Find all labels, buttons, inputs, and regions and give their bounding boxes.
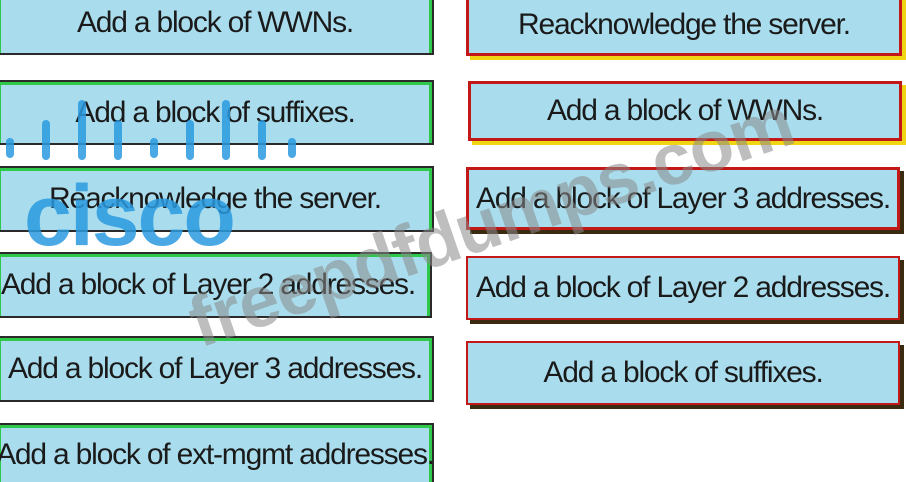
source-option-suffixes[interactable]: Add a block of suffixes. (0, 80, 434, 145)
answer-label: Add a block of Layer 2 addresses. (475, 271, 891, 304)
option-label: Add a block of Layer 2 addresses. (0, 268, 416, 301)
source-option-reacknowledge[interactable]: Reacknowledge the server. (0, 166, 434, 232)
option-label: Add a block of suffixes. (75, 95, 355, 129)
answer-label: Add a block of Layer 3 addresses. (475, 181, 891, 215)
option-label: Add a block of WWNs. (76, 5, 354, 39)
option-label: Add a block of Layer 3 addresses. (7, 352, 423, 385)
target-slot-2[interactable]: Add a block of WWNs. (468, 81, 902, 141)
target-slot-3[interactable]: Add a block of Layer 3 addresses. (466, 167, 900, 230)
target-slot-4[interactable]: Add a block of Layer 2 addresses. (466, 256, 900, 320)
target-slot-5[interactable]: Add a block of suffixes. (466, 341, 900, 405)
source-option-ext-mgmt[interactable]: Add a block of ext-mgmt addresses. (0, 423, 434, 482)
answer-label: Add a block of WWNs. (546, 94, 824, 127)
source-option-wwns[interactable]: Add a block of WWNs. (0, 0, 434, 55)
option-label: Reacknowledge the server. (49, 182, 382, 215)
answer-label: Add a block of suffixes. (543, 356, 823, 389)
target-slot-1[interactable]: Reacknowledge the server. (466, 0, 902, 56)
source-option-layer2[interactable]: Add a block of Layer 2 addresses. (0, 252, 432, 318)
answer-label: Reacknowledge the server. (518, 8, 851, 41)
source-option-layer3[interactable]: Add a block of Layer 3 addresses. (0, 336, 434, 402)
option-label: Add a block of ext-mgmt addresses. (0, 438, 434, 471)
